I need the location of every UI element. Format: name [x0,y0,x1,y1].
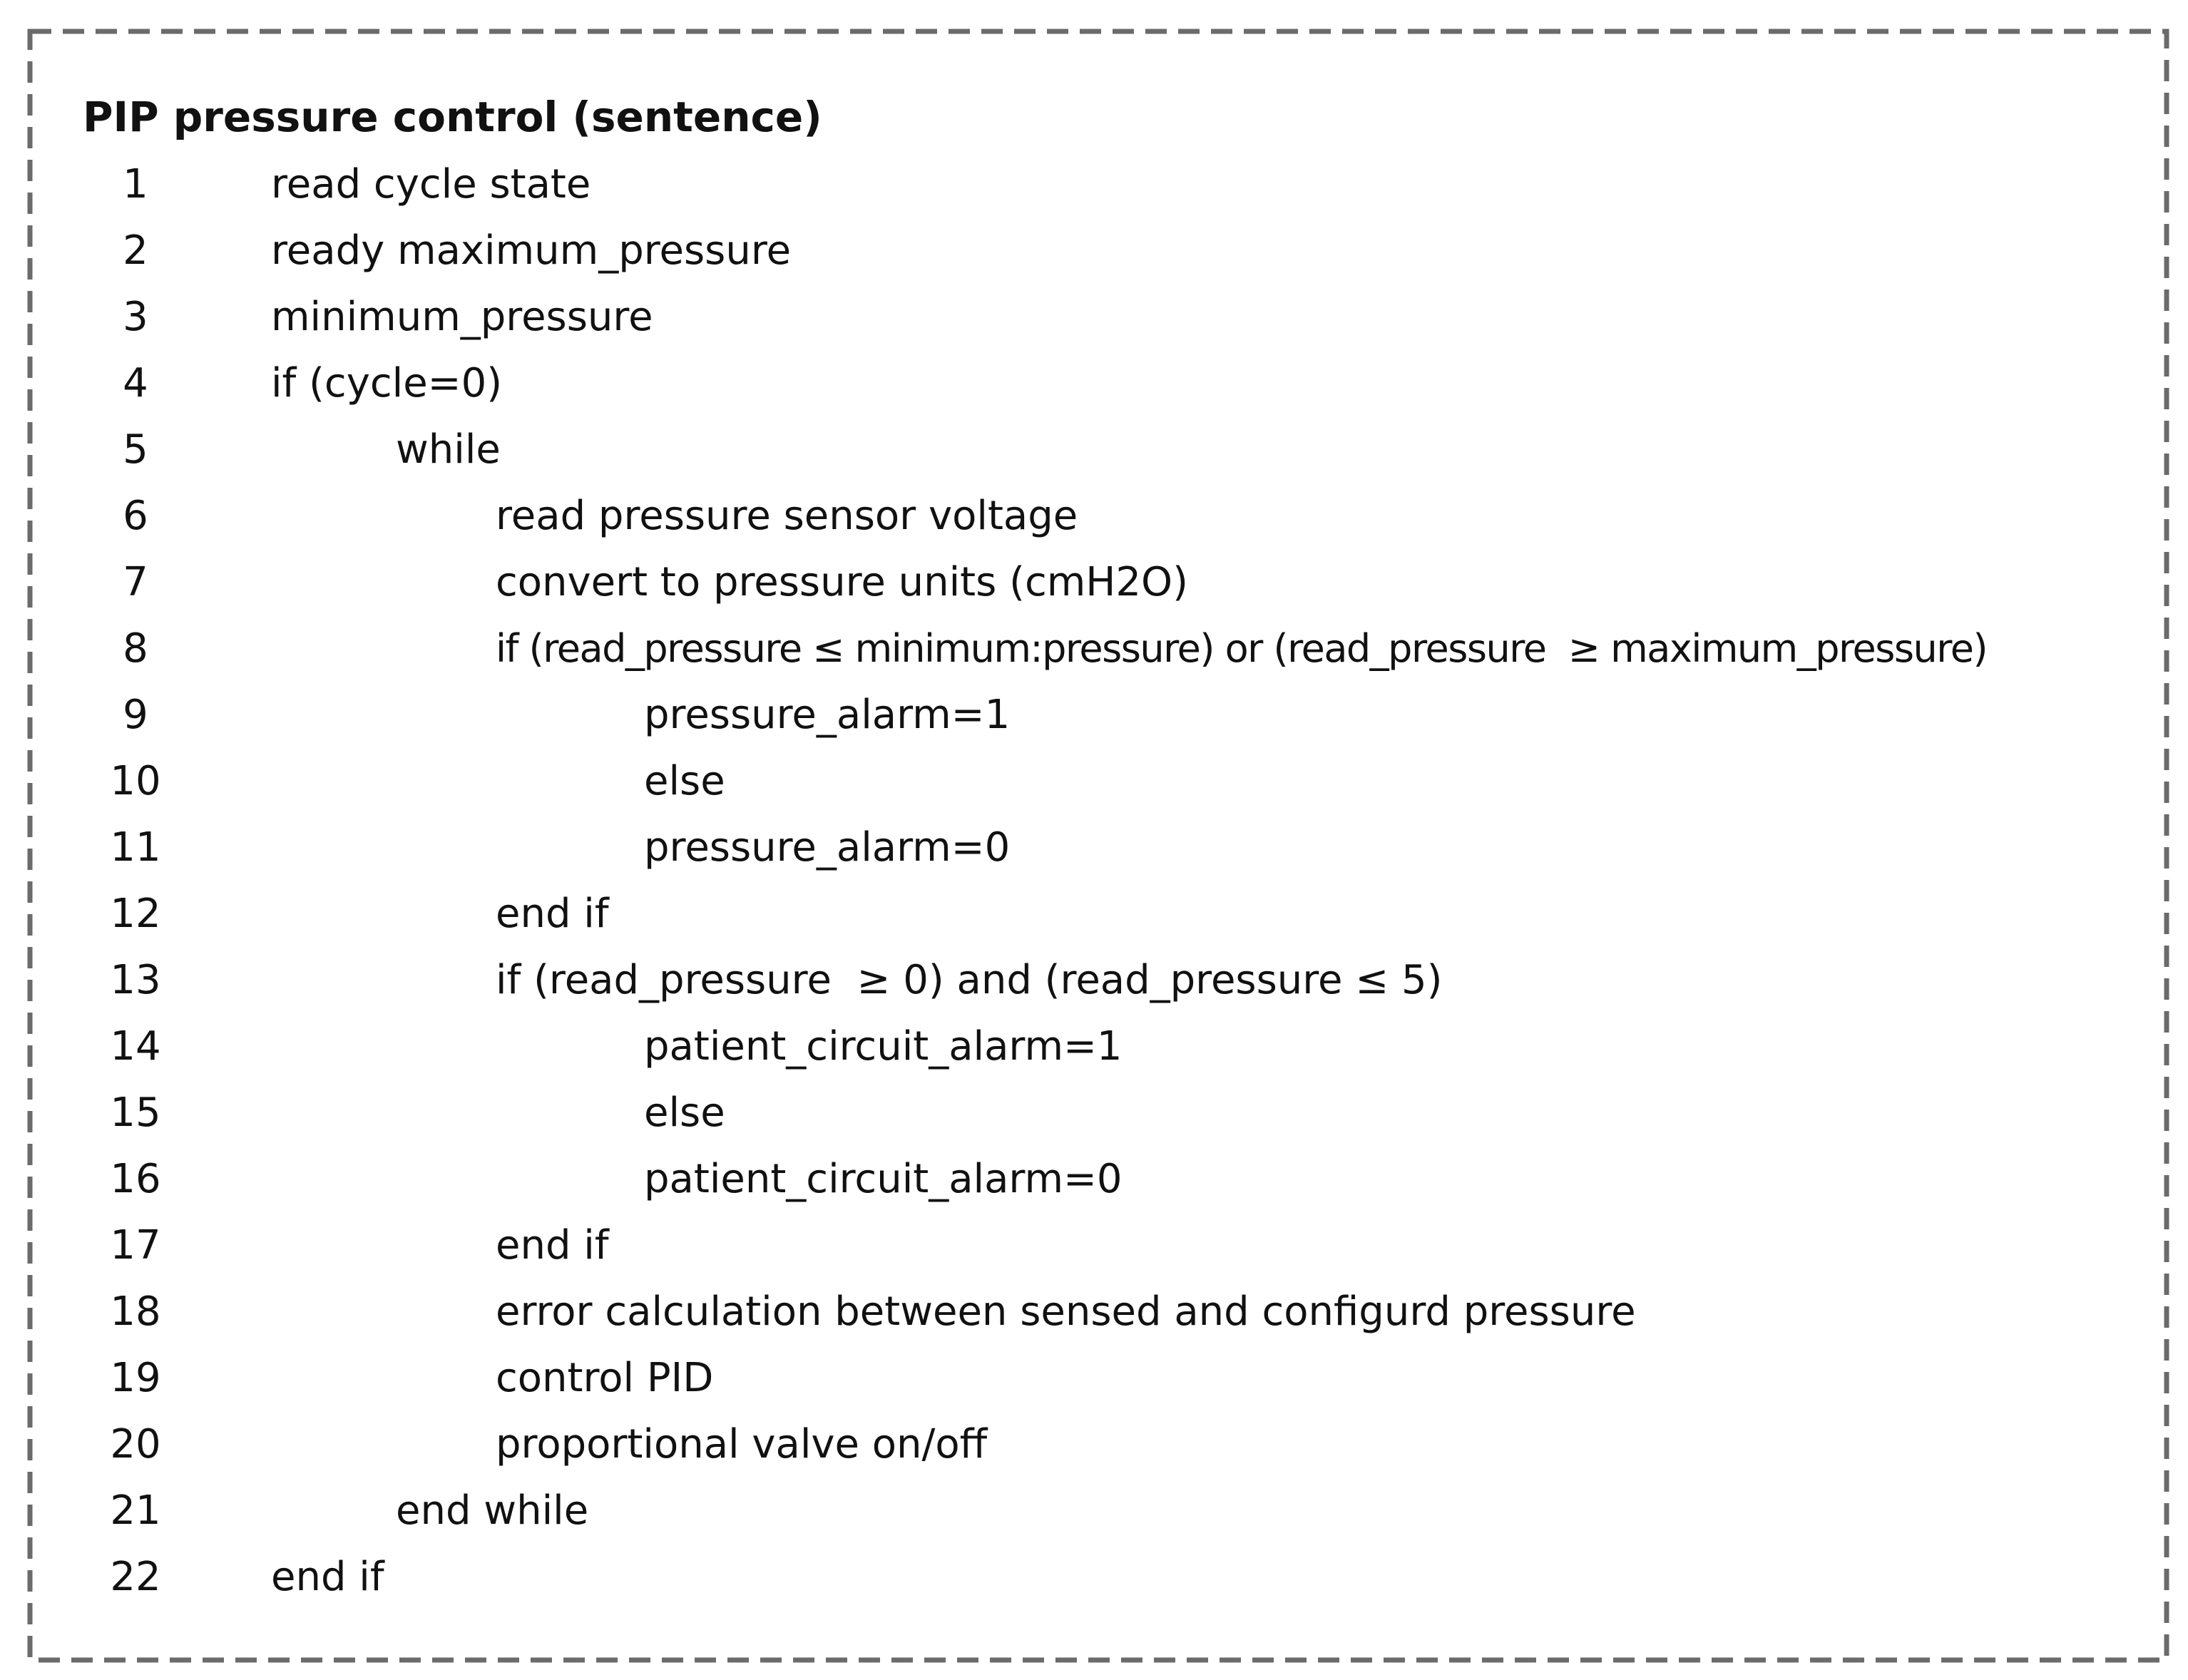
algorithm-line: 9 pressure_alarm=1 [0,687,2188,744]
line-number: 1 [123,161,148,208]
algorithm-line: 1 read cycle state [0,156,2188,213]
line-number: 14 [110,1023,161,1070]
line-code: read cycle state [271,161,591,208]
line-code: else [644,1090,725,1136]
algorithm-line: 5 while [0,421,2188,478]
line-code: proportional valve on/off [496,1421,988,1468]
line-number: 19 [110,1355,161,1401]
line-number: 7 [123,559,148,605]
line-code: else [644,758,725,804]
algorithm-line: 14 patient_circuit_alarm=1 [0,1018,2188,1075]
line-code: end if [496,1222,609,1269]
algorithm-line: 11 pressure_alarm=0 [0,819,2188,876]
algorithm-line: 2 ready maximum_pressure [0,222,2188,280]
algorithm-title: PIP pressure control (sentence) [83,93,822,141]
line-number: 13 [110,957,161,1003]
line-number: 21 [110,1487,161,1534]
line-code: patient_circuit_alarm=0 [644,1156,1123,1202]
line-number: 5 [123,426,148,473]
line-code: patient_circuit_alarm=1 [644,1023,1123,1070]
algorithm-line: 4 if (cycle=0) [0,355,2188,412]
line-number: 2 [123,227,148,274]
algorithm-line: 20 proportional valve on/off [0,1416,2188,1473]
line-code: ready maximum_pressure [271,227,792,274]
algorithm-line: 19 control PID [0,1350,2188,1407]
line-number: 20 [110,1421,161,1468]
line-number: 12 [110,891,161,937]
algorithm-line: 8 if (read_pressure ≤ minimum:pressure) … [0,620,2188,677]
line-code: minimum_pressure [271,294,653,340]
line-number: 22 [110,1554,161,1600]
algorithm-line: 6 read pressure sensor voltage [0,488,2188,545]
algorithm-line: 15 else [0,1085,2188,1142]
line-number: 11 [110,824,161,871]
line-number: 18 [110,1289,161,1335]
line-number: 9 [123,692,148,738]
line-code: end if [496,891,609,937]
line-number: 6 [123,493,148,539]
line-code: pressure_alarm=0 [644,824,1011,871]
line-number: 8 [123,625,148,672]
line-code: pressure_alarm=1 [644,692,1011,738]
algorithm-line: 16 patient_circuit_alarm=0 [0,1151,2188,1208]
line-code: while [396,426,501,473]
line-code: convert to pressure units (cmH2O) [496,559,1188,605]
line-code: control PID [496,1355,714,1401]
line-code: end while [396,1487,589,1534]
algorithm-line: 3 minimum_pressure [0,289,2188,346]
line-code: if (cycle=0) [271,360,503,406]
algorithm-line: 17 end if [0,1217,2188,1274]
algorithm-line: 12 end if [0,886,2188,943]
algorithm-line: 22 end if [0,1549,2188,1606]
line-code: read pressure sensor voltage [496,493,1078,539]
algorithm-line: 7 convert to pressure units (cmH2O) [0,554,2188,611]
line-code: if (read_pressure ≤ minimum:pressure) or… [496,626,1988,671]
line-code: error calculation between sensed and con… [496,1289,1636,1335]
line-number: 10 [110,758,161,804]
line-code: if (read_pressure ≥ 0) and (read_pressur… [496,957,1443,1003]
line-number: 4 [123,360,148,406]
line-code: end if [271,1554,384,1600]
line-number: 17 [110,1222,161,1269]
line-number: 15 [110,1090,161,1136]
line-number: 16 [110,1156,161,1202]
algorithm-line: 10 else [0,753,2188,810]
algorithm-line: 13 if (read_pressure ≥ 0) and (read_pres… [0,952,2188,1009]
line-number: 3 [123,294,148,340]
algorithm-line: 18 error calculation between sensed and … [0,1284,2188,1341]
algorithm-line: 21 end while [0,1482,2188,1540]
